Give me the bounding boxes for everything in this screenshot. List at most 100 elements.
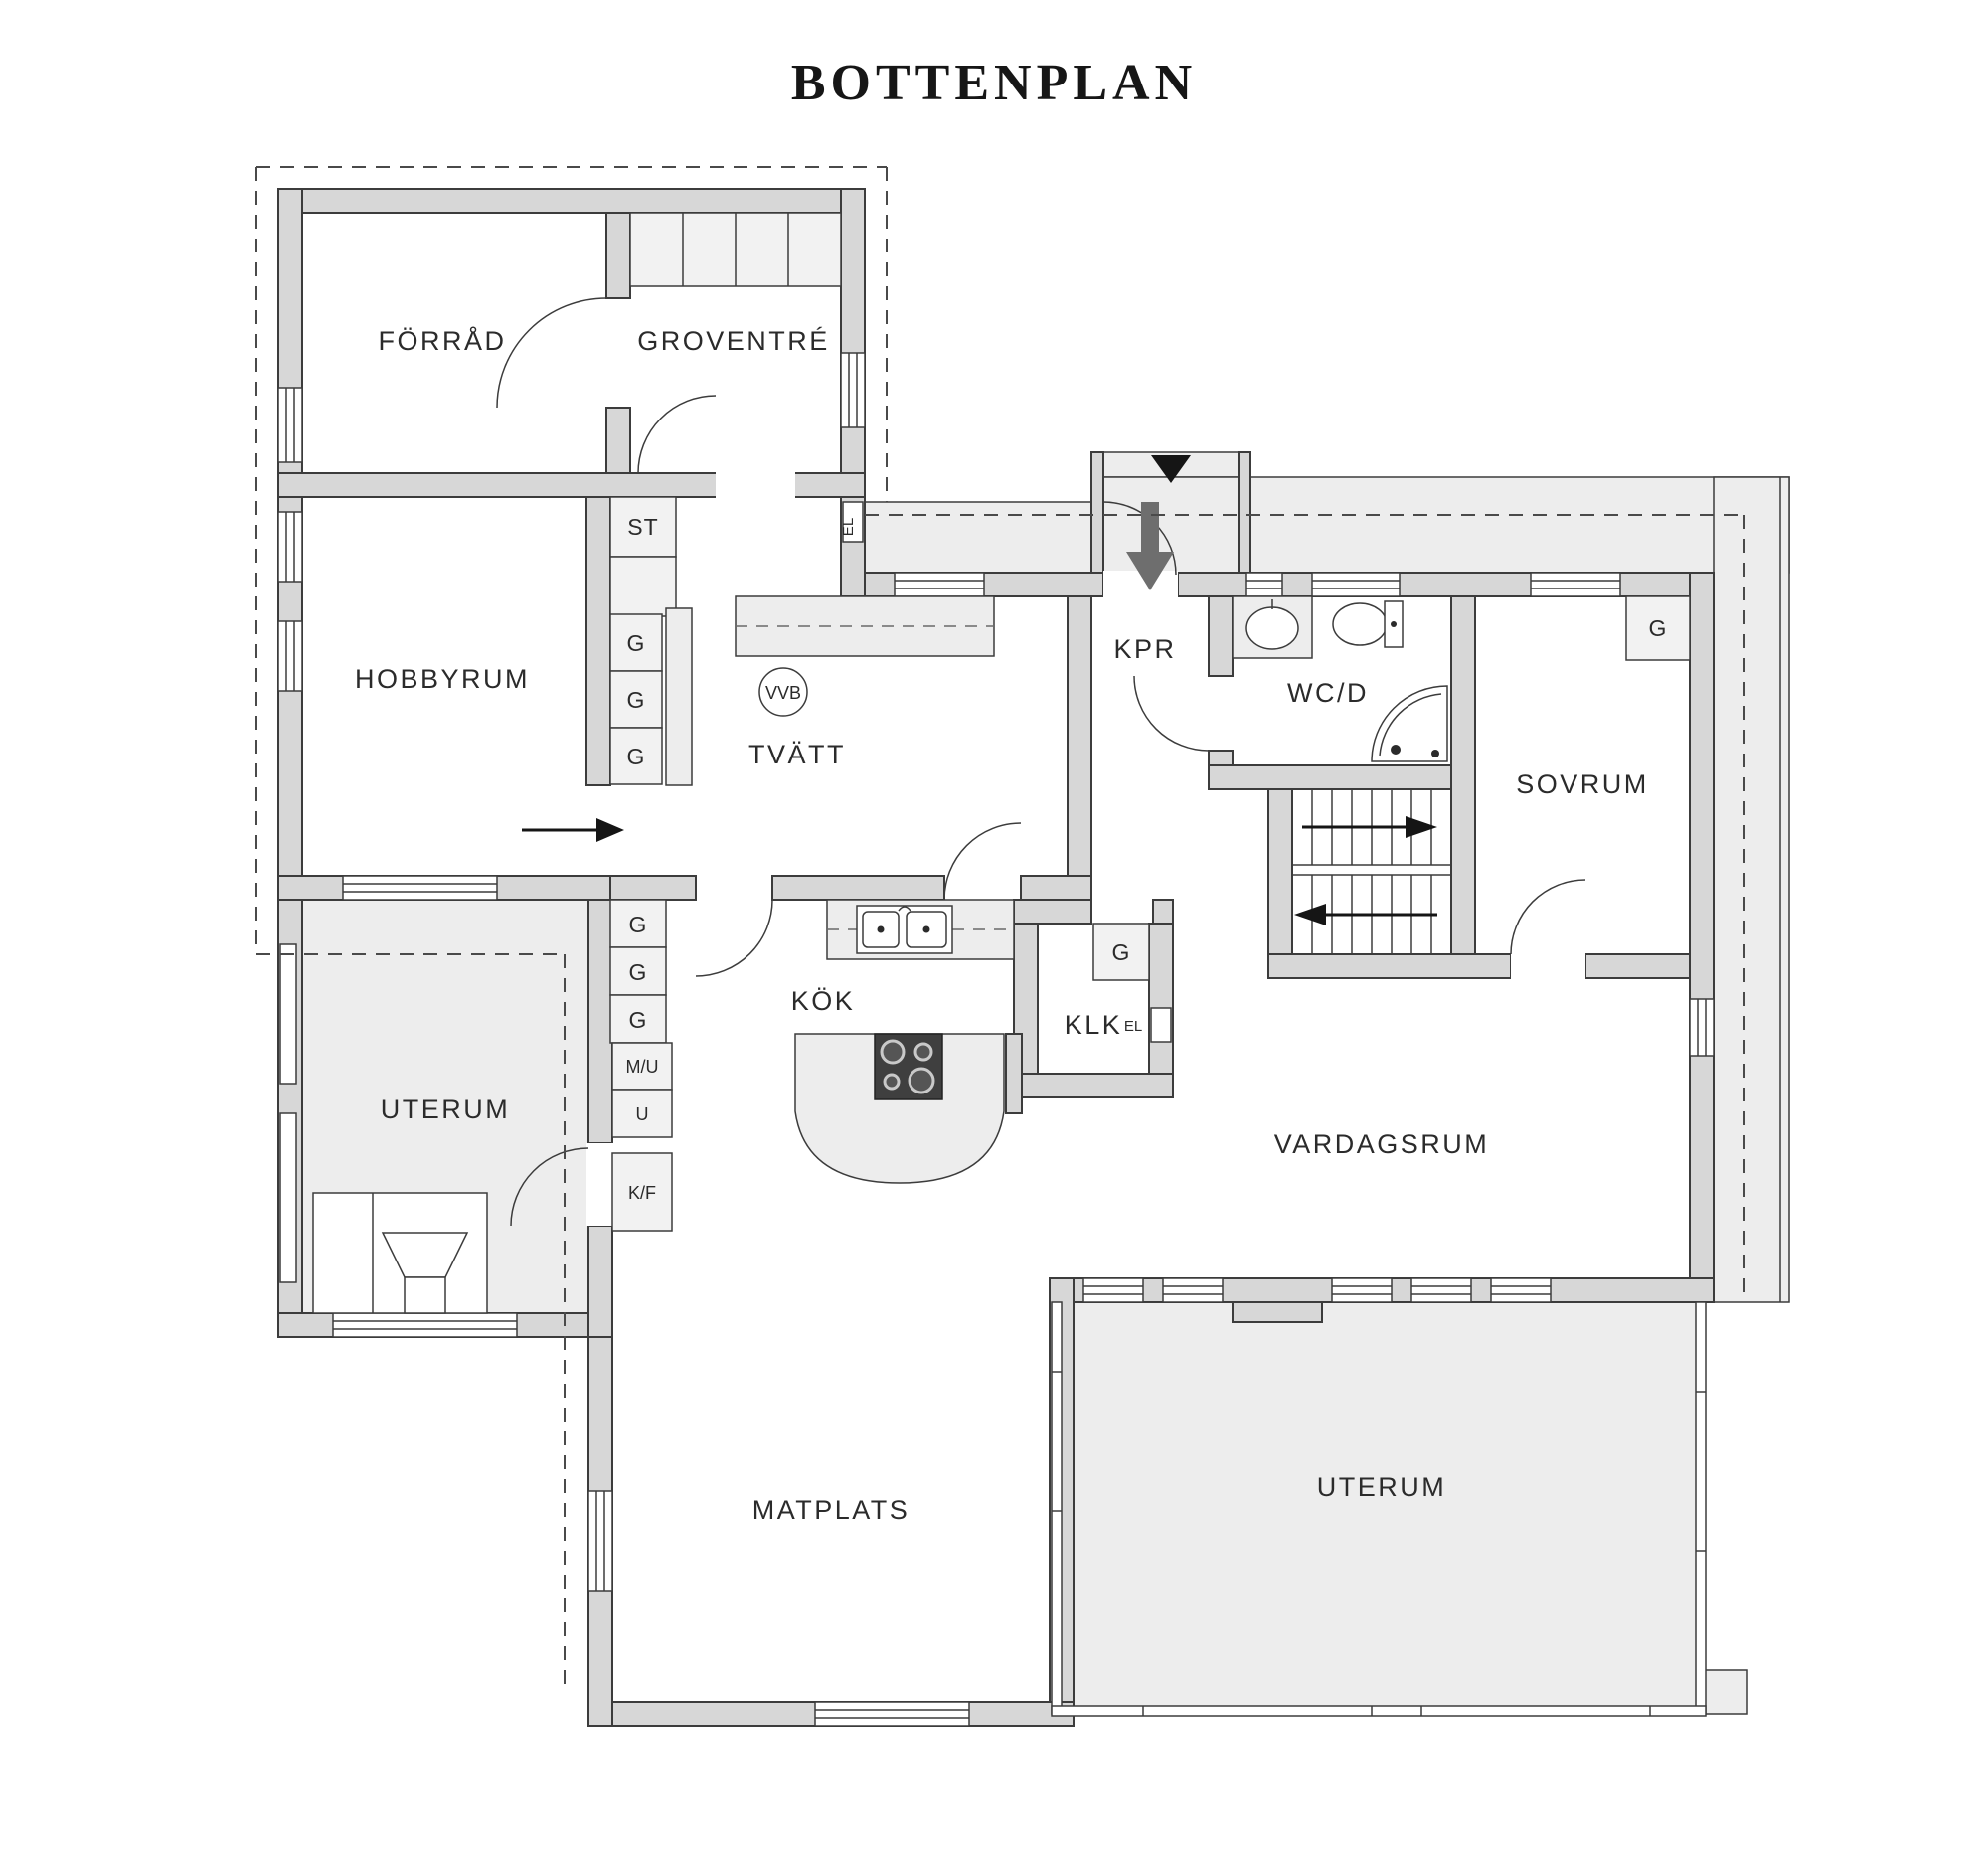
- staircase: [1292, 789, 1451, 954]
- laundry: [735, 595, 995, 717]
- door-arc-forrad: [496, 297, 607, 409]
- room-label-uterum-bottom: UTERUM: [1317, 1472, 1447, 1502]
- label-g: G: [1112, 939, 1131, 965]
- label-g: G: [629, 912, 648, 937]
- hall-bench: [665, 607, 693, 786]
- sink-icon: [1245, 599, 1299, 650]
- door-arc-groventre: [637, 395, 717, 474]
- window-icon: [1490, 1277, 1552, 1303]
- cleaning-cabinet: [609, 556, 677, 617]
- wardrobe-g: [609, 727, 663, 785]
- bathroom: [1232, 595, 1448, 762]
- label-g: G: [627, 744, 646, 769]
- window-icon: [332, 1312, 518, 1338]
- sink-icon: [856, 905, 953, 954]
- terrace-top-floor: [1249, 476, 1790, 574]
- window-icon: [587, 1490, 613, 1592]
- window-icon: [840, 352, 866, 428]
- door-arc-wcd: [1133, 675, 1210, 752]
- entry-markers: [522, 455, 1191, 842]
- window-icon: [342, 875, 498, 901]
- door-arc-sovrum: [1510, 879, 1586, 955]
- window-icon: [1530, 572, 1621, 597]
- window-icon: [1245, 572, 1283, 597]
- room-label-wcd: WC/D: [1287, 678, 1369, 708]
- label-vvb: VVB: [765, 683, 801, 703]
- windows: [277, 352, 1715, 1727]
- roof-overhang-lines: [255, 166, 1745, 1690]
- uterum-bottom-floor: [1059, 1301, 1705, 1715]
- groventre-wardrobes: [629, 212, 842, 287]
- room-label-groventre: GROVENTRÉ: [637, 326, 830, 356]
- label-g: G: [629, 959, 648, 985]
- label-el: EL: [840, 518, 857, 536]
- room-label-klk: KLK: [1065, 1010, 1123, 1040]
- doors: [496, 297, 1586, 1227]
- window-icon: [277, 387, 303, 463]
- label-g: G: [1649, 615, 1668, 641]
- room-label-kpr: KPR: [1113, 634, 1176, 664]
- el-cabinet: [842, 501, 864, 543]
- window-icon: [1082, 1277, 1144, 1303]
- entry-porch-floor: [1102, 476, 1240, 574]
- wardrobe-g: [609, 613, 663, 672]
- labels: FÖRRÅD GROVENTRÉ HOBBYRUM TVÄTT KPR WC/D…: [355, 325, 1668, 1525]
- el-cabinet: [1150, 1007, 1172, 1043]
- kitchen-island: [794, 1033, 1023, 1184]
- room-label-matplats: MATPLATS: [752, 1495, 911, 1525]
- wardrobe-g: [609, 946, 667, 996]
- label-mu: M/U: [626, 1057, 659, 1077]
- side-entrance-arrow-icon: [596, 818, 624, 842]
- wardrobe-g: [1625, 595, 1691, 661]
- window-icon: [894, 572, 985, 597]
- label-el: EL: [1124, 1018, 1142, 1035]
- window-icon: [814, 1701, 970, 1727]
- cabinets: [609, 212, 1691, 1232]
- terrace-right-floor: [1713, 476, 1790, 1303]
- room-label-sovrum: SOVRUM: [1516, 769, 1649, 799]
- entrance-arrow-head: [1126, 552, 1174, 590]
- window-icon: [1311, 572, 1401, 597]
- fridge-freezer-unit: [611, 1152, 673, 1232]
- label-g: G: [629, 1007, 648, 1033]
- window-icon: [1689, 998, 1715, 1057]
- stairs-up-arrow-icon: [1406, 816, 1437, 838]
- outdoor-floors: [301, 451, 1790, 1715]
- entry-marker-icon: [1151, 455, 1191, 483]
- wardrobe-g: [609, 670, 663, 729]
- window-icon: [1162, 1277, 1224, 1303]
- glazed-wall: [1051, 1301, 1707, 1717]
- label-u: U: [636, 1104, 649, 1124]
- window-icon: [1331, 1277, 1393, 1303]
- label-g: G: [627, 687, 646, 713]
- room-label-forrad: FÖRRÅD: [379, 325, 507, 356]
- island-end-panel: [1005, 1033, 1023, 1114]
- shower-icon: [1371, 685, 1448, 762]
- wardrobe-g: [1092, 923, 1150, 981]
- label-kf: K/F: [628, 1183, 656, 1203]
- window-icon: [277, 620, 303, 692]
- kitchen: [794, 899, 1023, 1184]
- toilet-icon: [1332, 600, 1404, 648]
- fireplace-icon: [312, 1192, 488, 1314]
- room-label-kok: KÖK: [791, 986, 856, 1016]
- water-heater-icon: [758, 667, 808, 717]
- entrance-arrow-icon: [1141, 502, 1159, 554]
- room-label-tvatt: TVÄTT: [748, 740, 846, 769]
- wardrobe-g: [609, 899, 667, 948]
- room-label-hobbyrum: HOBBYRUM: [355, 664, 530, 694]
- room-label-vardagsrum: VARDAGSRUM: [1274, 1129, 1490, 1159]
- window-icon: [277, 511, 303, 583]
- room-label-uterum-left: UTERUM: [381, 1094, 511, 1124]
- st-cabinet: [609, 496, 677, 558]
- outdoor-step: [1703, 1669, 1748, 1715]
- page-title: BOTTENPLAN: [791, 55, 1197, 111]
- stairs-down-arrow-icon: [1294, 904, 1326, 925]
- door-arc-uterum-left: [510, 1147, 589, 1227]
- window-icon: [1410, 1277, 1472, 1303]
- door-arc-tvatt-kpr: [943, 822, 1022, 901]
- oven-unit: [611, 1089, 673, 1138]
- cooktop-icon: [874, 1033, 943, 1100]
